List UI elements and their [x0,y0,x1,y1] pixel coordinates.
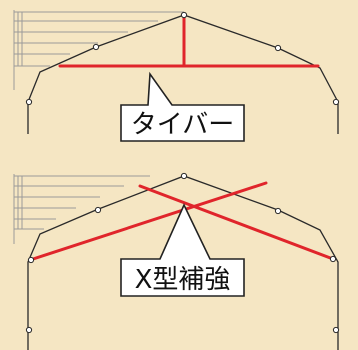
x-brace-diagonal-left [28,181,268,262]
node [25,326,33,334]
node [92,43,100,51]
node [27,256,35,264]
tie-bar-callout: タイバー [120,71,245,142]
node [180,172,188,180]
node [274,207,282,215]
tie-bar-panel: タイバー [13,10,340,142]
tie-bar-ladder [13,10,184,90]
x-brace-callout: X型補強 [120,203,245,297]
tie-bar-label: タイバー [131,110,234,140]
x-brace-ladder [13,174,150,244]
node [94,206,102,214]
node [332,98,340,106]
node [180,11,188,19]
node [25,98,33,106]
x-brace-diagonal-right [138,184,335,261]
node [329,255,337,263]
x-brace-label: X型補強 [135,265,231,295]
node [332,326,340,334]
node [274,44,282,52]
x-brace-panel: X型補強 [13,172,340,350]
